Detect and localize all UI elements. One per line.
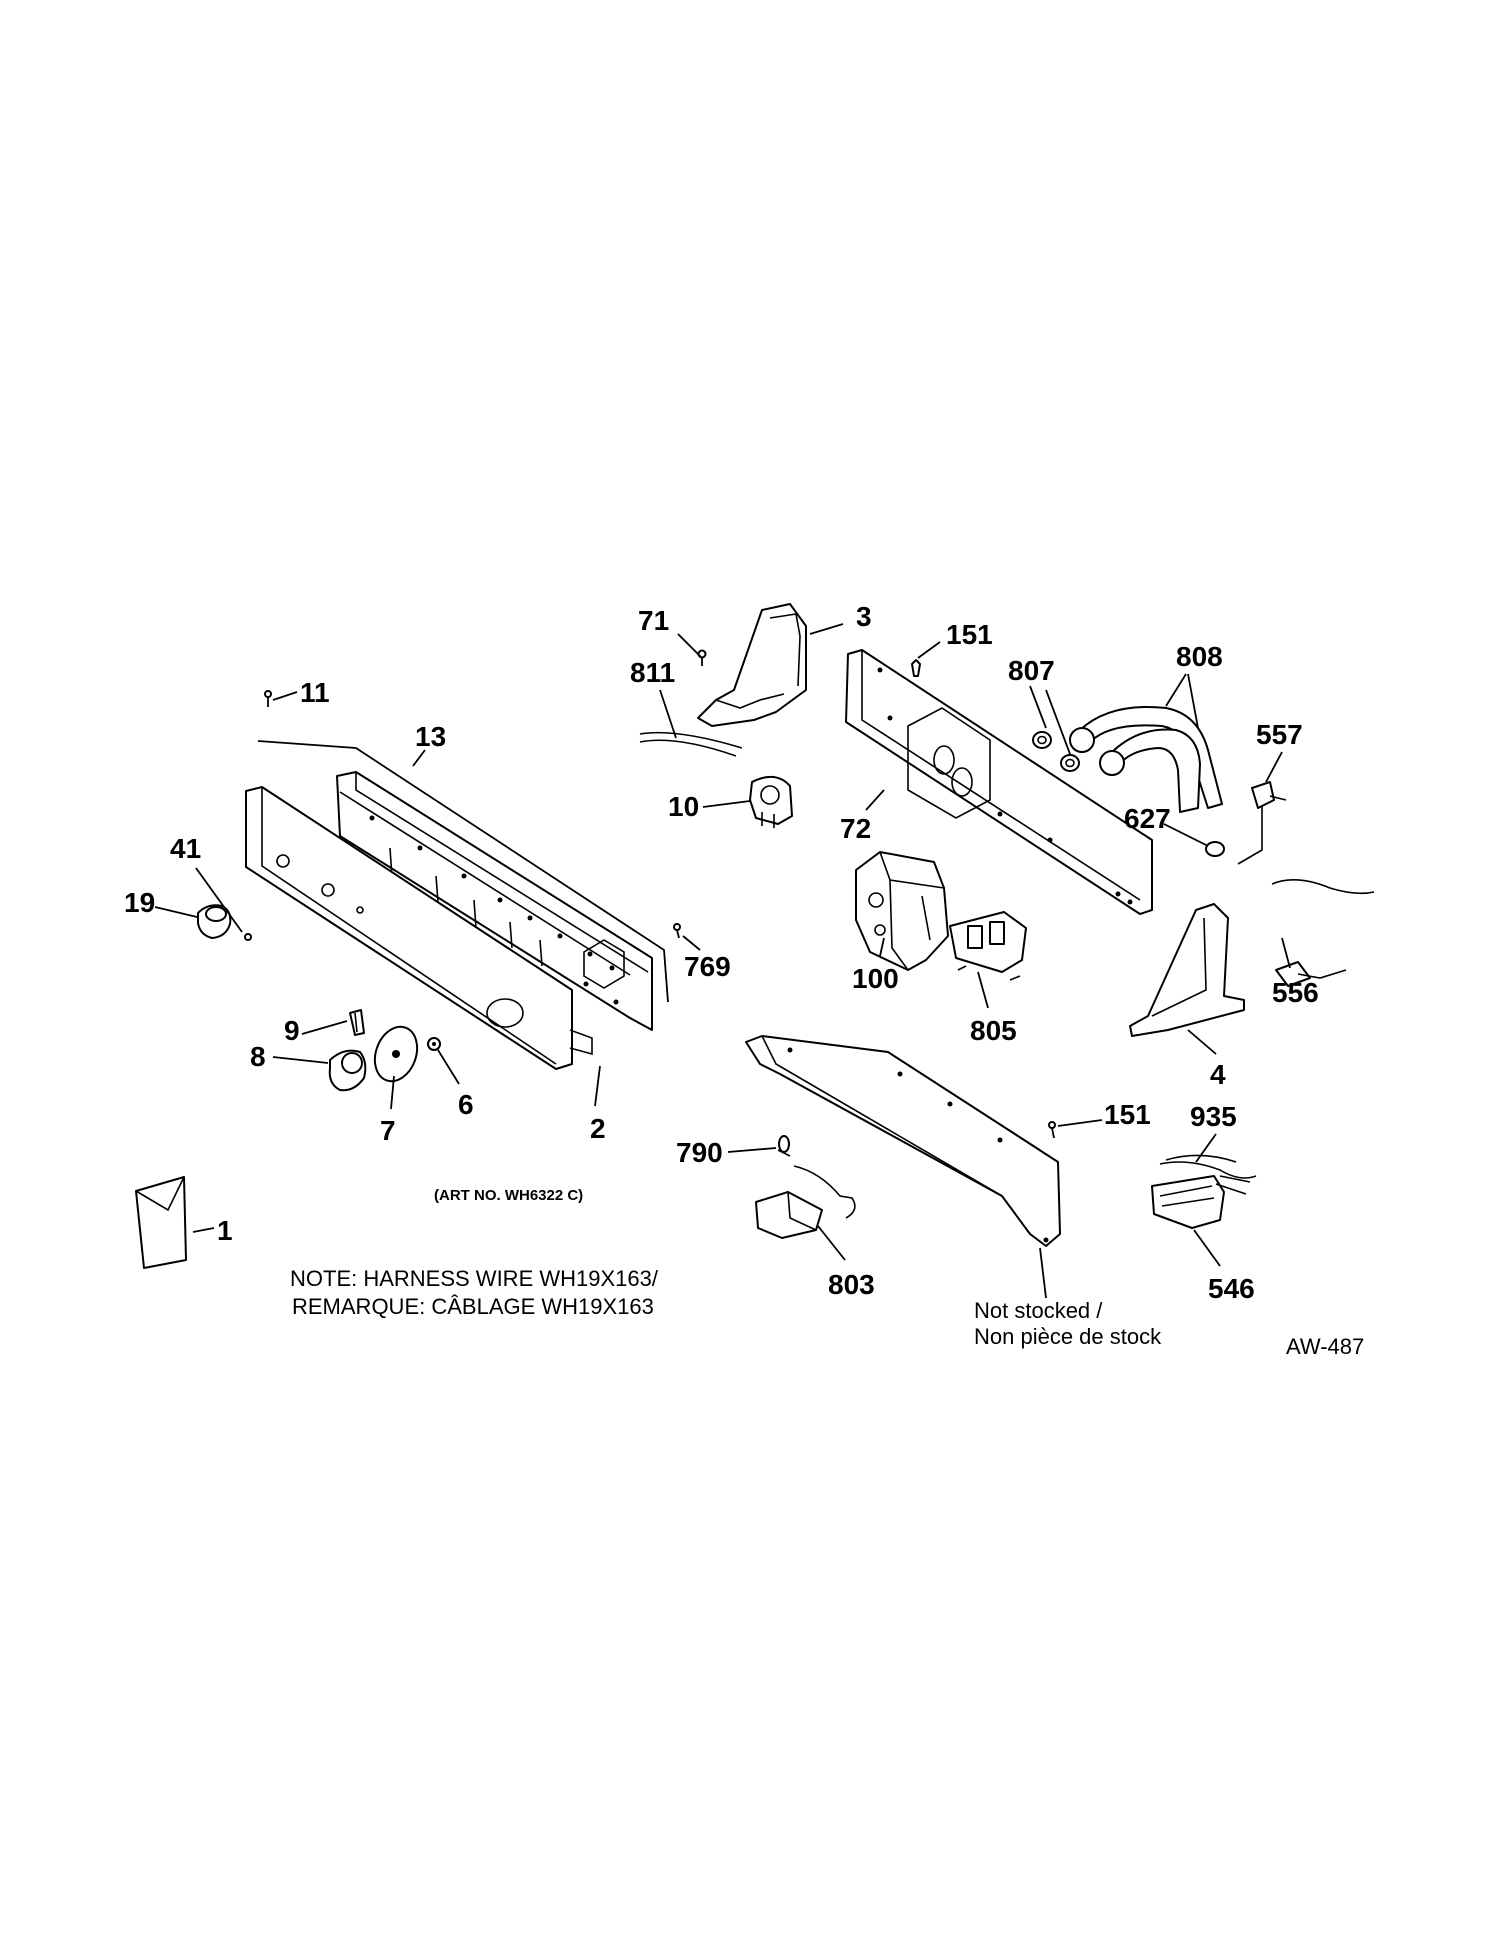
- callout-151-bottom: 151: [1104, 1099, 1151, 1130]
- callout-13: 13: [415, 721, 446, 752]
- harness-note-english: NOTE: HARNESS WIRE WH19X163/: [290, 1266, 659, 1291]
- leader-lines: [154, 623, 1291, 1299]
- part-808-inlet-hoses: [1069, 705, 1223, 813]
- part-13-control-panel-frame: [257, 740, 669, 1031]
- callout-808: 808: [1176, 641, 1223, 672]
- harness-note-french: REMARQUE: CÂBLAGE WH19X163: [292, 1294, 654, 1319]
- part-769-screw: [673, 923, 681, 939]
- art-number-label: (ART NO. WH6322 C): [434, 1187, 583, 1204]
- callout-557: 557: [1256, 719, 1303, 750]
- part-790-clip: [777, 1135, 791, 1157]
- part-10-pressure-switch: [749, 775, 793, 828]
- callout-807: 807: [1008, 655, 1055, 686]
- callout-3: 3: [856, 601, 872, 632]
- part-151-screw-top: [911, 659, 921, 677]
- part-6-nut: [427, 1037, 441, 1051]
- callout-805: 805: [970, 1015, 1017, 1046]
- callout-546: 546: [1208, 1273, 1255, 1304]
- part-72-backsplash: [845, 649, 1153, 915]
- part-2-front-panel: [245, 786, 593, 1070]
- part-803-wire-harness: [755, 1165, 856, 1239]
- not-stocked-panel: [745, 1035, 1061, 1247]
- part-3-end-cap: [697, 603, 807, 727]
- callout-769: 769: [684, 951, 731, 982]
- callout-6: 6: [458, 1089, 474, 1120]
- part-71-screw: [697, 649, 707, 666]
- part-805-water-valve: [949, 911, 1027, 981]
- part-4-end-cap: [1129, 903, 1245, 1037]
- callout-19: 19: [124, 887, 155, 918]
- part-100-timer: [855, 851, 949, 971]
- callout-11: 11: [300, 677, 330, 708]
- callout-151-top: 151: [946, 619, 993, 650]
- part-41-clip: [244, 933, 252, 941]
- callout-41: 41: [170, 833, 201, 864]
- callout-2: 2: [590, 1113, 606, 1144]
- callout-10: 10: [668, 791, 699, 822]
- part-19-knob: [197, 904, 232, 939]
- part-556-harness-clip: [1271, 879, 1375, 987]
- not-stocked-french: Non pièce de stock: [974, 1324, 1162, 1349]
- part-807-washers: [1032, 731, 1080, 772]
- callout-4: 4: [1210, 1059, 1226, 1090]
- diagram-reference-code: AW-487: [1286, 1334, 1364, 1359]
- callout-7: 7: [380, 1115, 396, 1146]
- part-627-washer: [1205, 841, 1225, 857]
- callout-71: 71: [638, 605, 669, 636]
- callout-72: 72: [840, 813, 871, 844]
- part-1-envelope: [135, 1176, 187, 1269]
- part-811-hose: [639, 731, 743, 757]
- callout-811: 811: [630, 657, 675, 688]
- part-8-timer-knob: [328, 1049, 367, 1092]
- callout-1: 1: [217, 1215, 233, 1246]
- part-7-dial: [373, 1025, 419, 1083]
- callout-627: 627: [1124, 803, 1171, 834]
- part-151-screw-bottom: [1048, 1121, 1056, 1139]
- callout-803: 803: [828, 1269, 875, 1300]
- part-11-screw: [264, 690, 272, 707]
- part-557-sensor: [1237, 781, 1287, 865]
- callout-100: 100: [852, 963, 899, 994]
- callout-790: 790: [676, 1137, 723, 1168]
- part-546-terminal-block: [1151, 1175, 1225, 1229]
- callout-9: 9: [284, 1015, 300, 1046]
- callout-556: 556: [1272, 977, 1319, 1008]
- part-9-clip: [349, 1009, 365, 1036]
- callout-935: 935: [1190, 1101, 1237, 1132]
- not-stocked-english: Not stocked /: [974, 1298, 1103, 1323]
- callout-8: 8: [250, 1041, 266, 1072]
